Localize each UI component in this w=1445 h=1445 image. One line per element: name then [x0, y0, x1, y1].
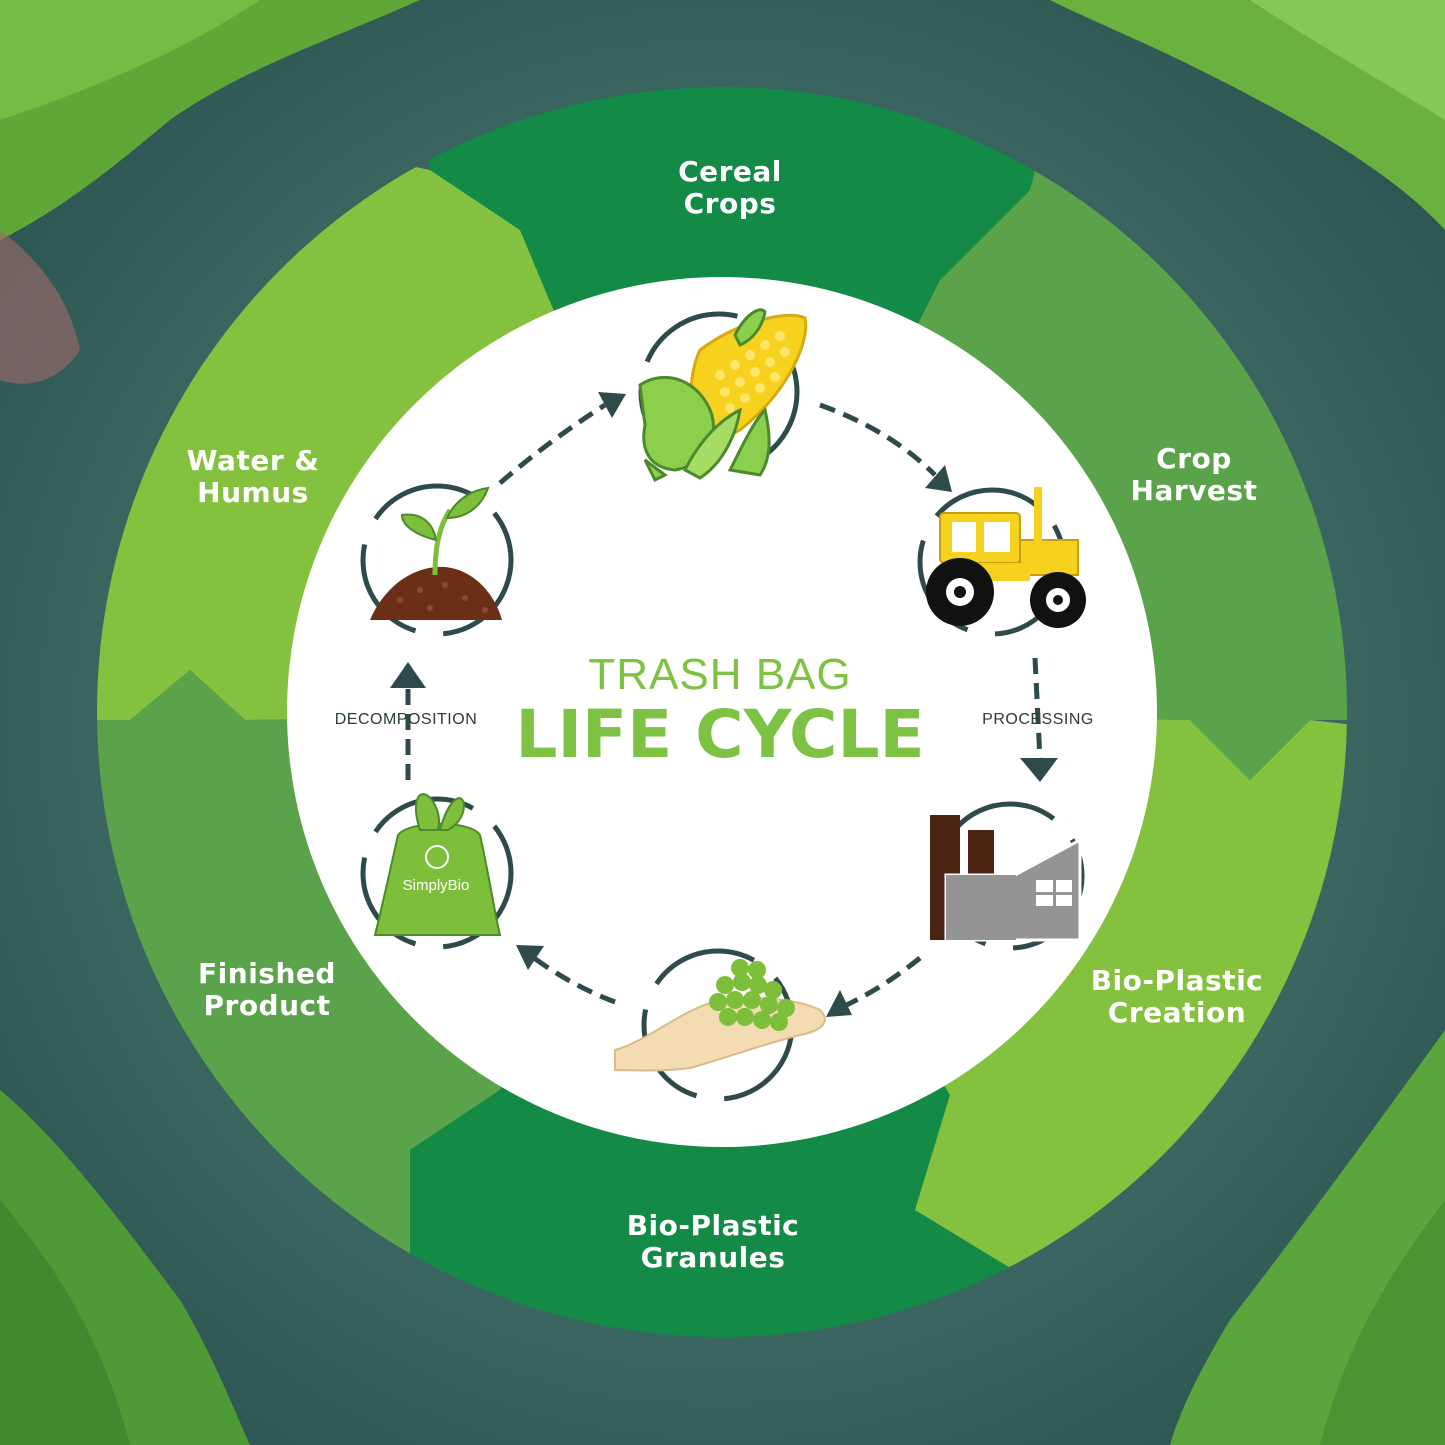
- trash-bag-icon: [373, 793, 502, 936]
- hand-granules-icon: [614, 959, 826, 1072]
- title-line-1: TRASH BAG: [588, 650, 852, 699]
- stage-label-bio-plastic-granules: Bio-Plastic Granules: [626, 1209, 800, 1274]
- sprout-soil-icon: [370, 486, 502, 620]
- title-line-2: LIFE CYCLE: [515, 696, 925, 773]
- factory-icon: [930, 815, 1082, 942]
- processing-label: PROCESSING: [982, 711, 1094, 728]
- brand-label: SimplyBio: [402, 877, 470, 894]
- stage-label-cereal-crops: Cereal Crops: [678, 155, 782, 220]
- arrow-heads: [390, 392, 1058, 1017]
- decomposition-label: DECOMPOSITION: [334, 711, 478, 728]
- stage-label-finished-product: Finished Product: [198, 957, 336, 1022]
- tractor-icon: [926, 487, 1086, 628]
- stage-label-crop-harvest: Crop Harvest: [1130, 442, 1258, 507]
- stage-label-water-humus: Water & Humus: [186, 444, 320, 509]
- corn-icon: [638, 308, 808, 483]
- stage-label-bio-plastic-creation: Bio-Plastic Creation: [1090, 964, 1264, 1029]
- cycle-arrows: [405, 402, 1043, 1011]
